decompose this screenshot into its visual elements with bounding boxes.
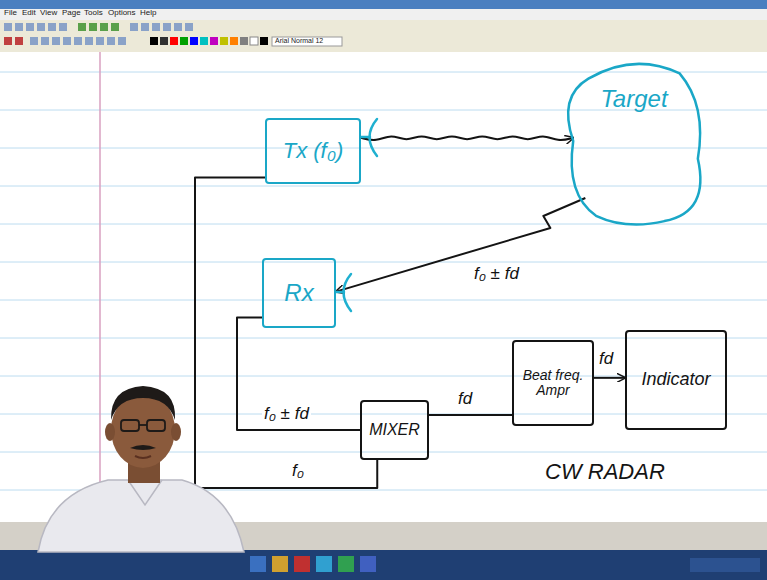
signal-label: fd [597, 350, 615, 369]
node-text: Beat freq. Ampr [520, 368, 586, 399]
taskbar [0, 550, 767, 580]
target-cloud: Target [558, 52, 710, 230]
node-text: Indicator [641, 370, 710, 390]
amplifier-box: Beat freq. Ampr [512, 340, 594, 426]
signal-label: f₀ ± fd [472, 265, 521, 284]
menu-item: Options [108, 9, 136, 18]
cloud-path [568, 64, 700, 225]
menu-item: File [4, 9, 17, 18]
connector [361, 136, 573, 140]
connector [336, 198, 585, 292]
toolbar-icons [4, 23, 342, 46]
toolbar [0, 20, 767, 52]
antenna-symbol [336, 274, 351, 311]
menu-item: View [40, 9, 57, 18]
connector [237, 318, 360, 431]
signal-label: fd [456, 390, 474, 409]
presenter [38, 386, 244, 552]
connector [429, 414, 512, 416]
receiver-box: Rx [262, 258, 336, 328]
indicator-box: Indicator [625, 330, 727, 430]
cloud-outline [558, 52, 710, 230]
menu-bar [0, 9, 767, 20]
font-selector: Arial Normal 12 [275, 37, 323, 45]
node-text: Tx (f₀) [283, 139, 344, 163]
ruled-lines [0, 72, 767, 490]
mixer-box: MIXER [360, 400, 429, 460]
signal-label: f₀ [290, 462, 306, 481]
antenna-symbol [361, 119, 377, 156]
node-text: Rx [284, 280, 313, 306]
taskbar-icons [250, 556, 760, 572]
connector [195, 177, 377, 488]
title-bar [0, 0, 767, 9]
connector [594, 377, 625, 379]
node-text: Target [600, 86, 667, 112]
transmitter-box: Tx (f₀) [265, 118, 361, 184]
diagram-caption: CW RADAR [545, 460, 665, 484]
margin-line [99, 52, 101, 522]
node-text: MIXER [369, 421, 420, 439]
menu-item: Help [140, 9, 156, 18]
menu-item: Edit [22, 9, 36, 18]
menu-item: Page [62, 9, 81, 18]
signal-label: f₀ ± fd [262, 405, 311, 424]
menu-item: Tools [84, 9, 103, 18]
